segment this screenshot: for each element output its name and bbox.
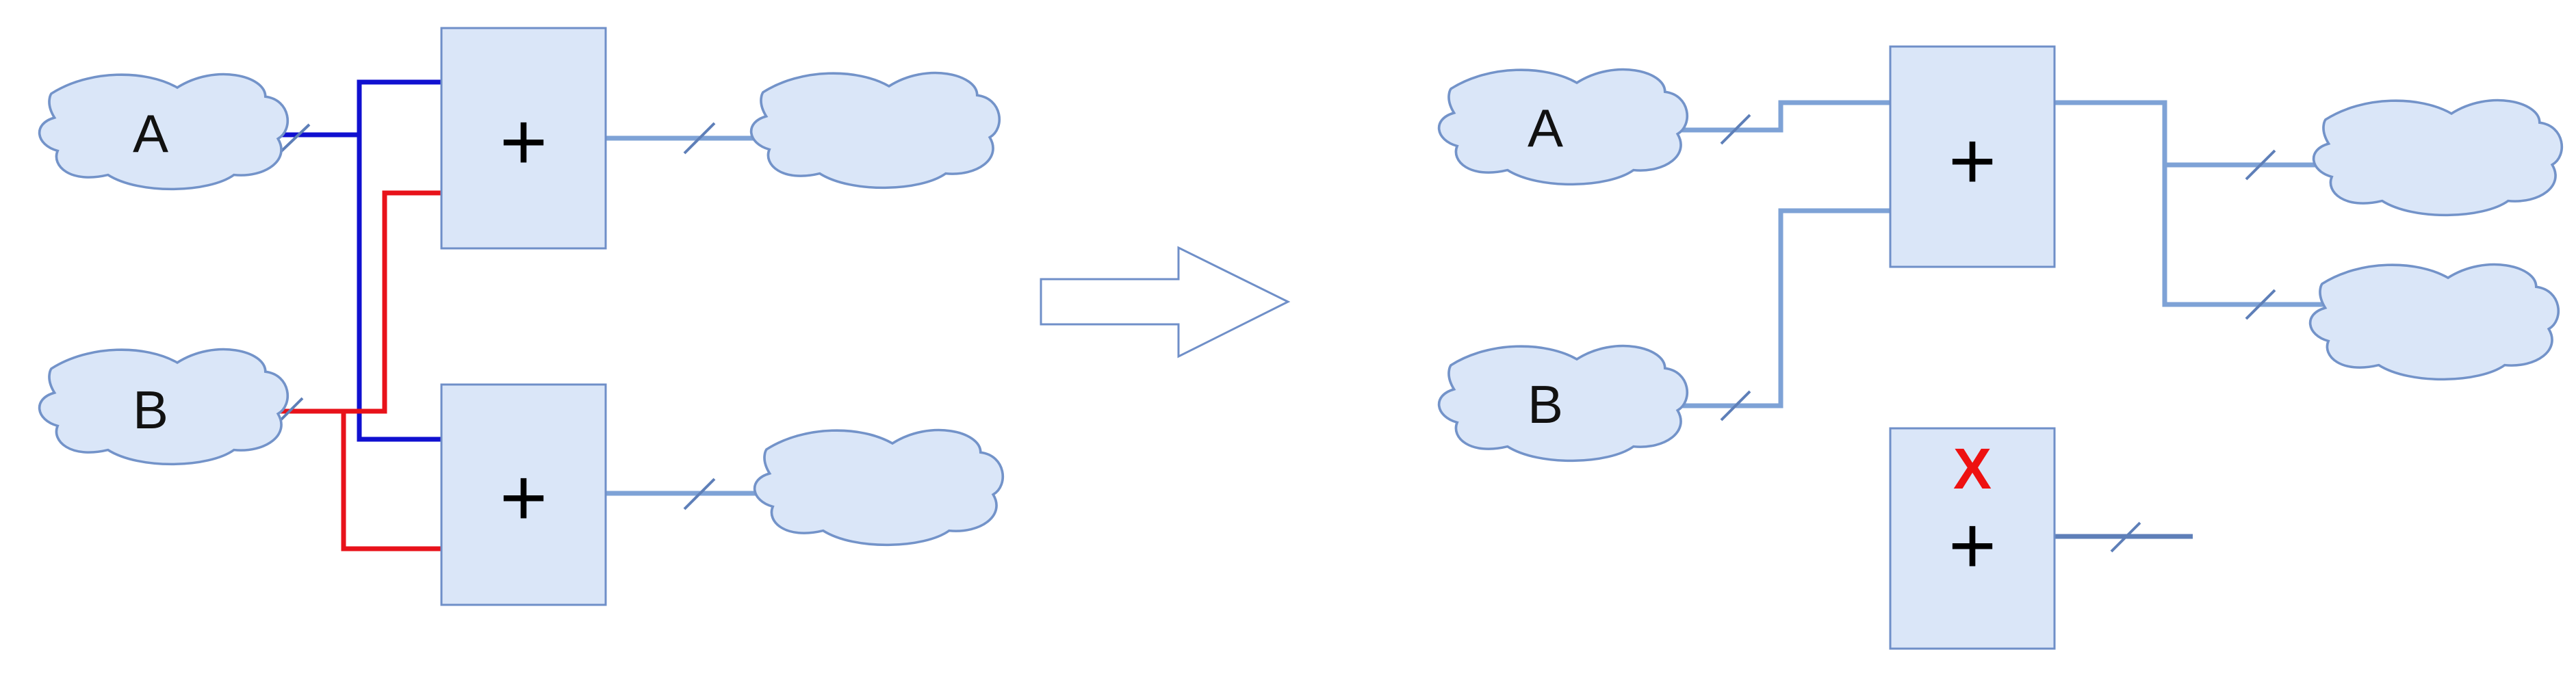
bus-slash-out2	[683, 478, 716, 510]
cloud-b-label: B	[1528, 374, 1563, 434]
adder-top-symbol: +	[500, 96, 548, 187]
adder-combined: +	[1889, 45, 2056, 268]
adder-symbol: +	[1948, 115, 1996, 207]
bus-slash-removed	[2110, 521, 2141, 553]
adder-bottom: +	[440, 383, 607, 606]
after-bus-marks	[1720, 114, 2276, 553]
cloud-b-label: B	[133, 380, 168, 440]
adder-top: +	[440, 27, 607, 250]
removed-adder-symbol: +	[1948, 499, 1996, 591]
bus-slash-out1	[683, 122, 716, 155]
cloud-a: A	[1437, 68, 1689, 186]
bus-slash-out-bottom	[2245, 289, 2276, 320]
cloud-a: A	[38, 73, 289, 191]
wire-adder-out	[2055, 100, 2334, 307]
wire-a-in	[1643, 100, 1890, 133]
wire-b-red-down	[341, 411, 441, 551]
cloud-b: B	[38, 348, 289, 466]
before-wires	[243, 79, 773, 551]
after-diagram: A B + X +	[1437, 45, 2564, 650]
before-bus-marks	[272, 122, 716, 510]
bus-slash-b	[1720, 390, 1751, 421]
cloud-a-label: A	[1528, 98, 1563, 158]
cloud-a-label: A	[133, 103, 168, 164]
transition-arrow	[1040, 246, 1291, 359]
wire-b-in	[1643, 208, 1890, 408]
arrow-shape	[1040, 246, 1291, 359]
cloud-output-bottom	[2308, 263, 2560, 381]
removed-x-mark: X	[1953, 437, 1992, 501]
wire-a-blue	[243, 79, 441, 138]
before-diagram: A B + +	[38, 27, 1005, 606]
cloud-output-top	[749, 71, 1001, 190]
wire-a-blue-down	[357, 135, 441, 442]
bus-slash-a	[1720, 114, 1751, 145]
adder-removed: X +	[1889, 427, 2056, 650]
cloud-b: B	[1437, 344, 1689, 463]
adder-bottom-symbol: +	[500, 452, 548, 543]
cloud-output-bottom	[753, 428, 1005, 547]
bus-slash-a	[279, 123, 311, 153]
after-wires	[1643, 100, 2334, 539]
bus-slash-out-top	[2245, 149, 2276, 181]
wire-b-red	[243, 190, 441, 414]
cloud-output-top	[2312, 99, 2564, 217]
